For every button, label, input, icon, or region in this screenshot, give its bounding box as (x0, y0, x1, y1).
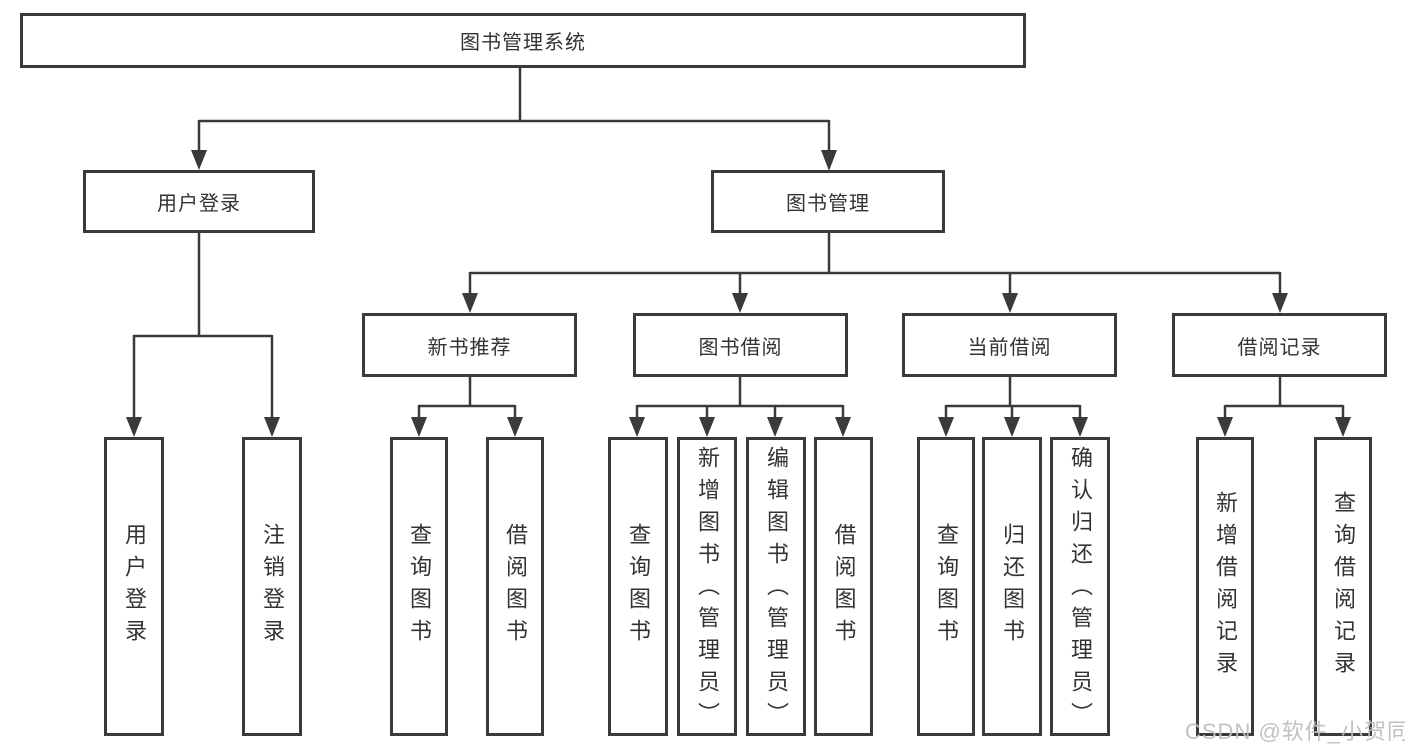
leaf-current-confirm-return-admin: 确认归还（管理员） (1050, 437, 1110, 736)
node-user-login: 用户登录 (83, 170, 315, 233)
leaf-borrow-query-books-label: 查询图书 (626, 522, 651, 651)
node-user-login-label: 用户登录 (157, 193, 241, 215)
leaf-recommend-query-books-label: 查询图书 (407, 522, 432, 651)
node-book-borrow: 图书借阅 (633, 313, 848, 377)
leaf-current-query-books: 查询图书 (917, 437, 975, 736)
leaf-recommend-query-books: 查询图书 (390, 437, 448, 736)
leaf-current-query-books-label: 查询图书 (934, 522, 959, 651)
node-book-management: 图书管理 (711, 170, 945, 233)
node-root-label: 图书管理系统 (460, 32, 586, 54)
leaf-current-confirm-return-admin-label: 确认归还（管理员） (1068, 446, 1093, 734)
node-book-management-label: 图书管理 (786, 193, 870, 215)
leaf-borrow-edit-books-admin: 编辑图书（管理员） (746, 437, 806, 736)
node-new-book-recommend-label: 新书推荐 (427, 336, 512, 359)
leaf-records-add-record-label: 新增借阅记录 (1213, 490, 1238, 683)
node-new-book-recommend: 新书推荐 (362, 313, 577, 377)
leaf-current-return-books-label: 归还图书 (1000, 522, 1025, 651)
node-root-system: 图书管理系统 (20, 13, 1026, 68)
leaf-borrow-borrow-books-label: 借阅图书 (831, 522, 857, 651)
node-borrow-records: 借阅记录 (1172, 313, 1387, 377)
leaf-borrow-add-books-admin: 新增图书（管理员） (677, 437, 737, 736)
leaf-recommend-borrow-books-label: 借阅图书 (503, 522, 528, 651)
node-current-borrow: 当前借阅 (902, 313, 1117, 377)
leaf-records-query-record: 查询借阅记录 (1314, 437, 1372, 736)
leaf-user-login: 用户登录 (104, 437, 164, 736)
node-current-borrow-label: 当前借阅 (967, 336, 1052, 359)
leaf-logout-label: 注销登录 (260, 522, 285, 651)
node-borrow-records-label: 借阅记录 (1237, 336, 1322, 359)
leaf-borrow-add-books-admin-label: 新增图书（管理员） (695, 446, 720, 734)
leaf-records-query-record-label: 查询借阅记录 (1331, 490, 1356, 683)
leaf-recommend-borrow-books: 借阅图书 (486, 437, 544, 736)
leaf-records-add-record: 新增借阅记录 (1196, 437, 1254, 736)
leaf-current-return-books: 归还图书 (982, 437, 1042, 736)
leaf-user-login-label: 用户登录 (122, 522, 147, 651)
node-book-borrow-label: 图书借阅 (698, 336, 783, 359)
leaf-borrow-edit-books-admin-label: 编辑图书（管理员） (764, 446, 789, 734)
leaf-logout: 注销登录 (242, 437, 302, 736)
watermark: CSDN @软件_小贺同学 (1185, 719, 1405, 744)
leaf-borrow-borrow-books: 借阅图书 (814, 437, 873, 736)
leaf-borrow-query-books: 查询图书 (608, 437, 668, 736)
